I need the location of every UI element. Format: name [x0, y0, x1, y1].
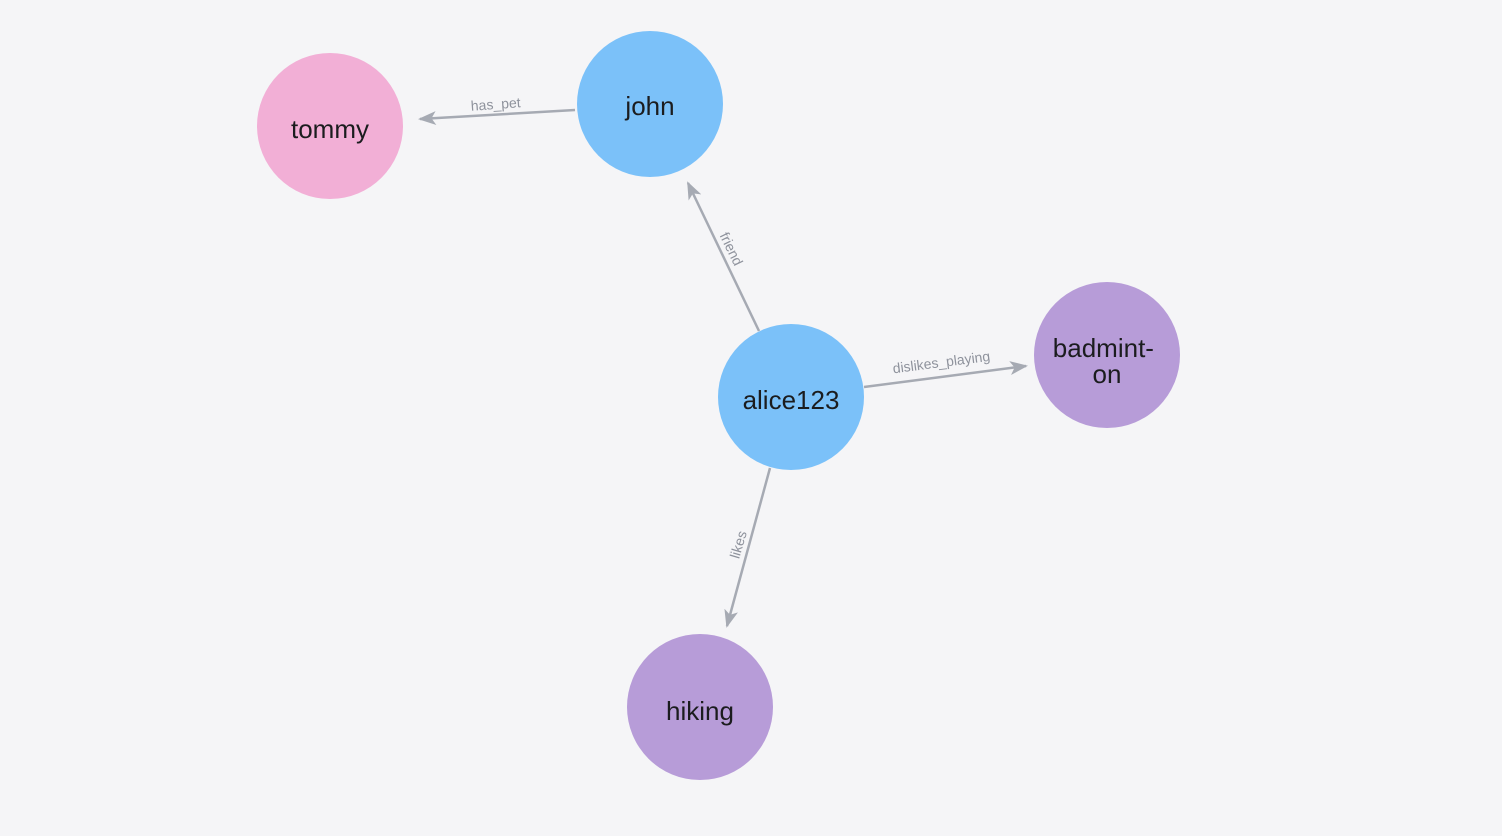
- edge-line-friend[interactable]: [686, 181, 761, 332]
- node-label-badminton: badmint- on: [1053, 333, 1161, 389]
- node-label-john: john: [624, 91, 674, 121]
- node-alice123: alice123: [718, 324, 864, 470]
- node-john: john: [577, 31, 723, 177]
- edge-line-has-pet[interactable]: [418, 108, 576, 126]
- node-circle-badminton[interactable]: [1034, 282, 1180, 428]
- node-label-tommy: tommy: [291, 114, 369, 144]
- node-circle-tommy[interactable]: [257, 53, 403, 199]
- node-tommy: tommy: [257, 53, 403, 199]
- node-label-hiking: hiking: [666, 696, 734, 726]
- node-badminton: badmint- on: [1034, 282, 1180, 428]
- nodes-layer: tommy john alice123 badmint- on hiking: [257, 31, 1180, 780]
- edge-line-dislikes-playing[interactable]: [863, 361, 1028, 389]
- edge-line-likes[interactable]: [724, 467, 772, 628]
- node-label-badminton-line2: on: [1093, 359, 1122, 389]
- node-hiking: hiking: [627, 634, 773, 780]
- edge-label-likes[interactable]: likes: [727, 529, 750, 560]
- node-circle-hiking[interactable]: [627, 634, 773, 780]
- node-label-alice123: alice123: [743, 385, 840, 415]
- node-circle-john[interactable]: [577, 31, 723, 177]
- edge-label-has-pet[interactable]: has_pet: [470, 94, 521, 114]
- edge-likes: likes: [724, 467, 772, 628]
- edge-has-pet: has_pet: [418, 94, 576, 126]
- node-circle-alice123[interactable]: [718, 324, 864, 470]
- node-label-badminton-line1: badmint-: [1053, 333, 1154, 363]
